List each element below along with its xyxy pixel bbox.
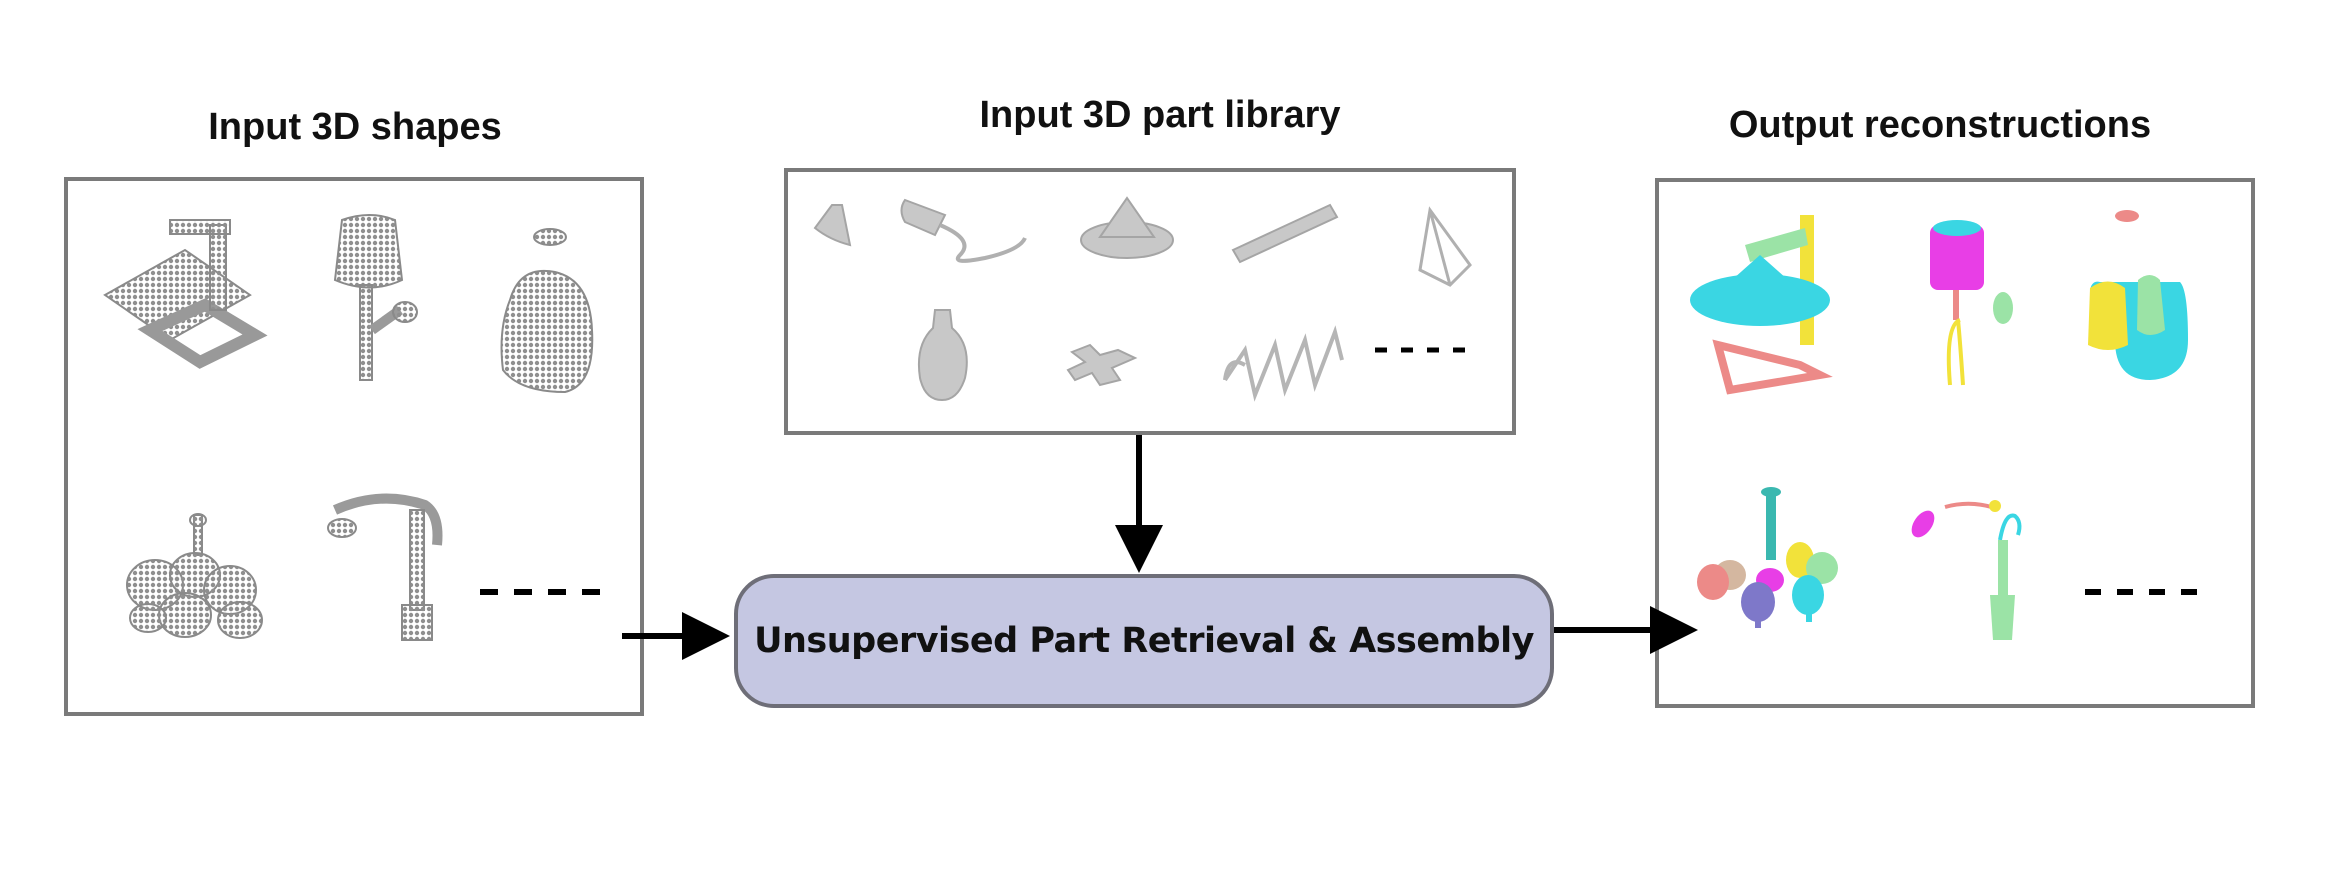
- part-library-title: Input 3D part library: [979, 94, 1341, 136]
- output-reconstructions-title: Output reconstructions: [1728, 104, 2152, 146]
- output-chandelier: [1697, 487, 1838, 628]
- point-cloud-bell-lamp: [500, 228, 594, 394]
- output-street-lamp: [1911, 500, 2022, 640]
- part-vase: [917, 309, 968, 402]
- process-label: Unsupervised Part Retrieval & Assembly: [754, 621, 1534, 661]
- point-cloud-street-lamp: [327, 493, 443, 641]
- output-table-lamp: [1930, 220, 2013, 386]
- part-small-lampshade: [813, 204, 852, 247]
- part-conical-shade: [1080, 196, 1174, 259]
- part-wire-frame: [1418, 206, 1472, 287]
- part-cross: [1066, 343, 1138, 387]
- point-cloud-desk-lamp: [103, 219, 268, 369]
- part-cone-with-cord: [900, 198, 1027, 263]
- output-desk-lamp: [1690, 215, 1833, 395]
- point-cloud-chandelier: [126, 513, 263, 639]
- point-cloud-table-lamp: [333, 214, 418, 381]
- input-shapes-title: Input 3D shapes: [208, 106, 502, 148]
- part-pole: [1231, 203, 1339, 264]
- part-retrieval-assembly-box: Unsupervised Part Retrieval & Assembly: [734, 574, 1554, 708]
- output-bell-lamp: [2088, 210, 2188, 380]
- part-spring: [1223, 325, 1344, 402]
